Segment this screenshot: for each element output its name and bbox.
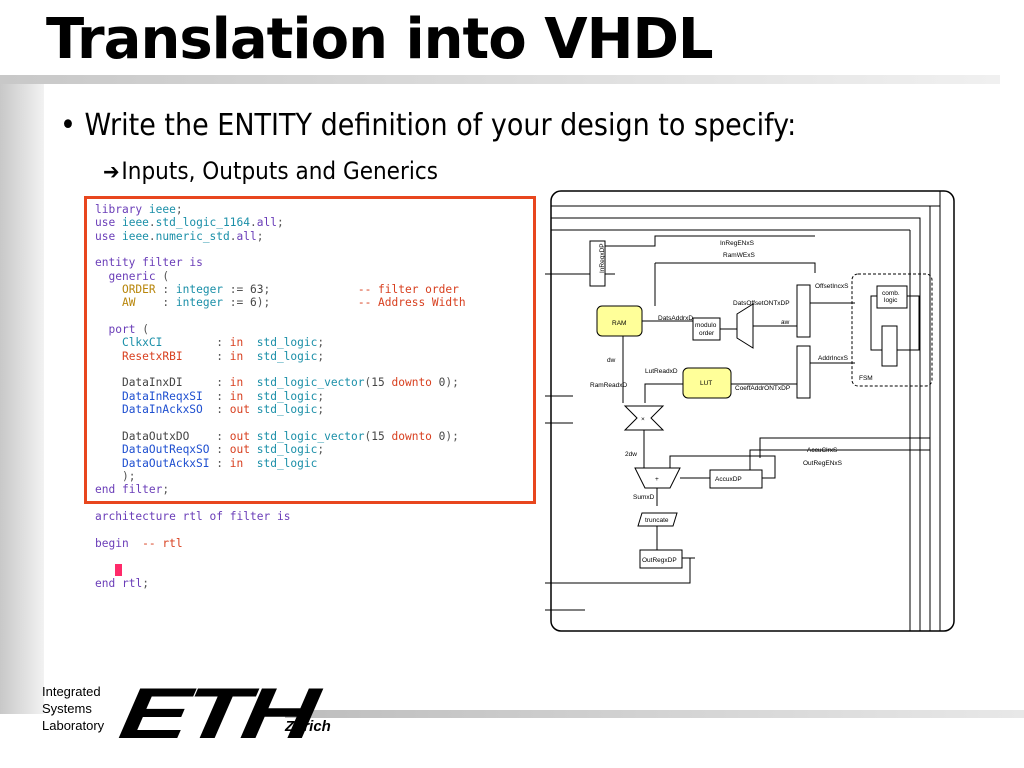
label-order: order	[699, 330, 715, 337]
label-datsaddr: DatsAddrxD	[658, 315, 693, 322]
label-offsetinc: OffsetIncxS	[815, 283, 849, 290]
label-comb: comb.	[882, 290, 900, 297]
entity-highlight-box	[84, 196, 536, 504]
label-outregxdp: OutRegxDP	[642, 557, 677, 564]
title-underline-bar	[0, 75, 1000, 84]
label-accuclrxs: AccuClrxS	[807, 447, 838, 454]
label-sumxd: SumxD	[633, 494, 655, 501]
label-truncate: truncate	[645, 517, 669, 524]
bullet-level-2: ➔Inputs, Outputs and Generics	[103, 157, 438, 185]
label-inregdp: InRegxDP	[599, 243, 606, 273]
bullet-level-1: • Write the ENTITY definition of your de…	[60, 108, 796, 143]
label-accuxdp: AccuxDP	[715, 476, 742, 483]
label-outregenxs: OutRegENxS	[803, 460, 843, 467]
vhdl-code-listing: library ieee; use ieee.std_logic_1164.al…	[95, 203, 466, 590]
filter-block-diagram: InRegENxS RamWExS InRegxDP RAM DatsAddrx…	[545, 190, 955, 632]
label-inreg-enxs: InRegENxS	[720, 240, 755, 247]
bullet-2-text: Inputs, Outputs and Generics	[121, 157, 438, 185]
text-cursor	[115, 564, 123, 577]
label-lut: LUT	[700, 380, 712, 387]
slide-title: Translation into VHDL	[46, 7, 714, 72]
label-plus: +	[655, 476, 659, 483]
label-lutreaddx: LutReadxD	[645, 368, 678, 375]
label-datsoffset: DatsOffsetONTxDP	[733, 300, 790, 307]
arrow-right-icon: ➔	[103, 160, 120, 185]
label-logic: logic	[884, 297, 898, 304]
label-addrinc: AddrIncxS	[818, 355, 849, 362]
left-gradient-bar	[0, 84, 44, 714]
zurich-label: Zürich	[285, 718, 331, 735]
label-ramreaddx: RamReadxD	[590, 382, 628, 389]
label-dw: dw	[607, 357, 616, 364]
eth-logo: ETH	[114, 674, 319, 754]
label-aw: aw	[781, 319, 790, 326]
label-ram: RAM	[612, 320, 626, 327]
label-2dw: 2dw	[625, 451, 637, 458]
label-times: ×	[641, 416, 645, 423]
bullet-dot-icon: •	[60, 108, 76, 143]
isl-label: Integrated Systems Laboratory	[42, 684, 105, 733]
label-fsm: FSM	[859, 375, 873, 382]
bullet-1-text: Write the ENTITY definition of your desi…	[84, 108, 797, 143]
label-ramwexs: RamWExS	[723, 252, 755, 259]
label-modulo: modulo	[695, 322, 717, 329]
label-coeffaddr: CoeffAddrONTxDP	[735, 385, 790, 392]
footer-gradient-bar	[285, 710, 1024, 718]
